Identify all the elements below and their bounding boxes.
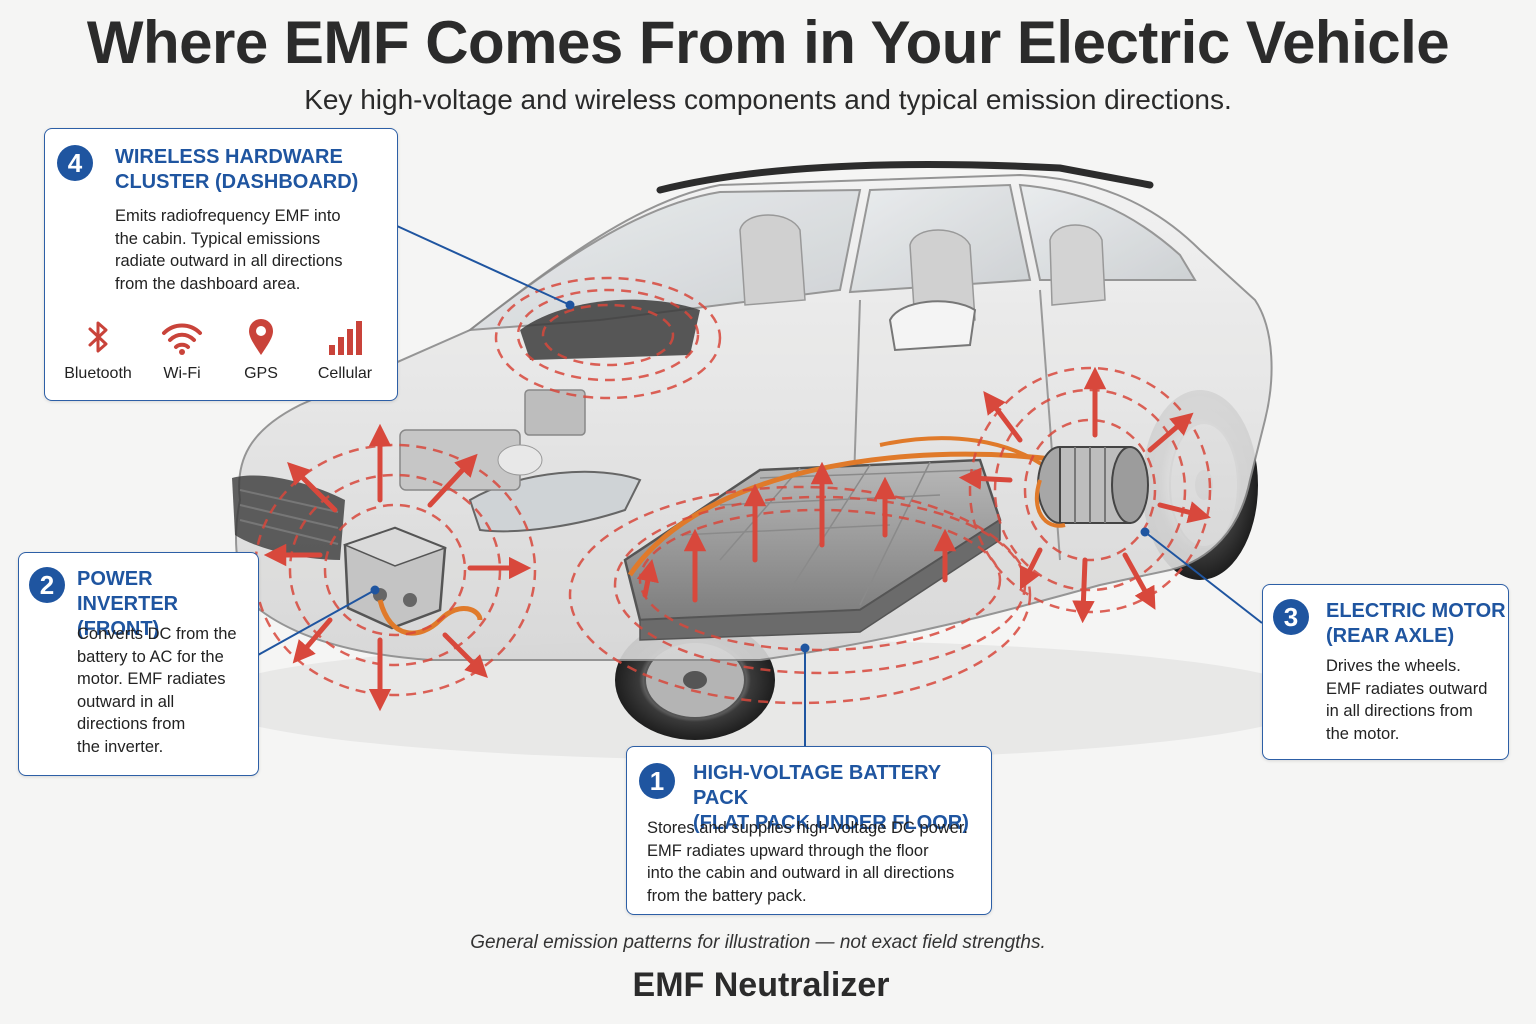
- icon-item-wifi: Wi-Fi: [137, 317, 227, 383]
- brand-name: EMF Neutralizer: [632, 966, 890, 1004]
- callout-body-line: Emits radiofrequency EMF into: [115, 207, 341, 225]
- callout-body-line: from the dashboard area.: [115, 274, 301, 293]
- callout-number-badge: 1: [639, 763, 675, 799]
- rear-motor-unit: [1034, 446, 1149, 528]
- callout-body: Emits radiofrequency EMF into the cabin.…: [115, 205, 342, 295]
- callout-body-line: the cabin. Typical emissions: [115, 229, 321, 248]
- callout-title-line: CLUSTER (DASHBOARD): [115, 171, 359, 193]
- callout-power-inverter: 2 POWER INVERTER (FRONT) Converts DC fro…: [18, 552, 259, 776]
- wifi-icon: [162, 323, 202, 355]
- callout-title-line: WIRELESS HARDWARE: [115, 146, 343, 168]
- callout-body-line: the inverter.: [77, 737, 164, 756]
- callout-number-badge: 2: [29, 567, 65, 603]
- callout-title: ELECTRIC MOTOR (REAR AXLE): [1326, 599, 1506, 649]
- callout-body-line: directions from: [77, 715, 186, 733]
- callout-body-line: outward in all: [77, 692, 175, 711]
- wireless-icon-row: Bluetooth Wi-Fi GPS: [53, 317, 393, 387]
- callout-body-line: into the cabin and outward in all direct…: [647, 864, 955, 882]
- bluetooth-icon: [88, 321, 108, 353]
- callout-body: Drives the wheels. EMF radiates outward …: [1326, 655, 1487, 745]
- callout-body-line: in all directions from: [1326, 702, 1473, 720]
- gps-icon: [249, 319, 273, 355]
- footnote: General emission patterns for illustrati…: [470, 932, 1046, 953]
- callout-title-line: ELECTRIC MOTOR: [1326, 600, 1506, 622]
- callout-body-line: battery to AC for the: [77, 647, 224, 666]
- callout-title: POWER INVERTER (FRONT): [77, 567, 258, 642]
- callout-number-badge: 4: [57, 145, 93, 181]
- callout-electric-motor: 3 ELECTRIC MOTOR (REAR AXLE) Drives the …: [1262, 584, 1509, 760]
- callout-body-line: Stores and supplies high-voltage DC powe…: [647, 819, 969, 837]
- page-subtitle: Key high-voltage and wireless components…: [304, 84, 1232, 115]
- cellular-icon: [329, 321, 362, 355]
- page-title: Where EMF Comes From in Your Electric Ve…: [86, 9, 1450, 76]
- icon-label: GPS: [244, 365, 278, 382]
- callout-title: HIGH-VOLTAGE BATTERY PACK (FLAT PACK UND…: [693, 761, 991, 836]
- icon-label: Cellular: [317, 365, 373, 382]
- callout-body-line: EMF radiates outward: [1326, 679, 1488, 698]
- callout-title-line: HIGH-VOLTAGE BATTERY PACK: [693, 762, 941, 809]
- callout-body-line: motor. EMF radiates: [77, 670, 226, 688]
- emission-arrows: [263, 366, 1211, 712]
- callout-title-line: (REAR AXLE): [1326, 625, 1455, 647]
- icon-item-cellular: Cellular: [300, 317, 390, 383]
- callout-title-line: (FLAT PACK UNDER FLOOR): [693, 812, 969, 834]
- callout-number-badge: 3: [1273, 599, 1309, 635]
- callout-body: Converts DC from the battery to AC for t…: [77, 623, 237, 758]
- icon-label: Bluetooth: [64, 365, 132, 382]
- callout-title-line: POWER INVERTER: [77, 568, 179, 615]
- icon-label: Wi-Fi: [163, 365, 201, 382]
- callout-wireless-hardware: 4 WIRELESS HARDWARE CLUSTER (DASHBOARD) …: [44, 128, 398, 401]
- callout-leader-lines: [257, 225, 1263, 748]
- callout-title-line: (FRONT): [77, 618, 160, 640]
- callout-body: Stores and supplies high-voltage DC powe…: [647, 817, 968, 907]
- callout-body-line: radiate outward in all directions: [115, 252, 343, 270]
- icon-item-bluetooth: Bluetooth: [53, 317, 143, 383]
- callout-body-line: Converts DC from the: [77, 625, 237, 643]
- icon-item-gps: GPS: [216, 317, 306, 383]
- callout-battery-pack: 1 HIGH-VOLTAGE BATTERY PACK (FLAT PACK U…: [626, 746, 992, 915]
- callout-body-line: from the battery pack.: [647, 886, 807, 905]
- callout-body-line: Drives the wheels.: [1326, 657, 1461, 675]
- battery-pack: [623, 436, 1061, 641]
- callout-title: WIRELESS HARDWARE CLUSTER (DASHBOARD): [115, 145, 358, 195]
- callout-body-line: EMF radiates upward through the floor: [647, 841, 929, 860]
- callout-body-line: the motor.: [1326, 724, 1400, 743]
